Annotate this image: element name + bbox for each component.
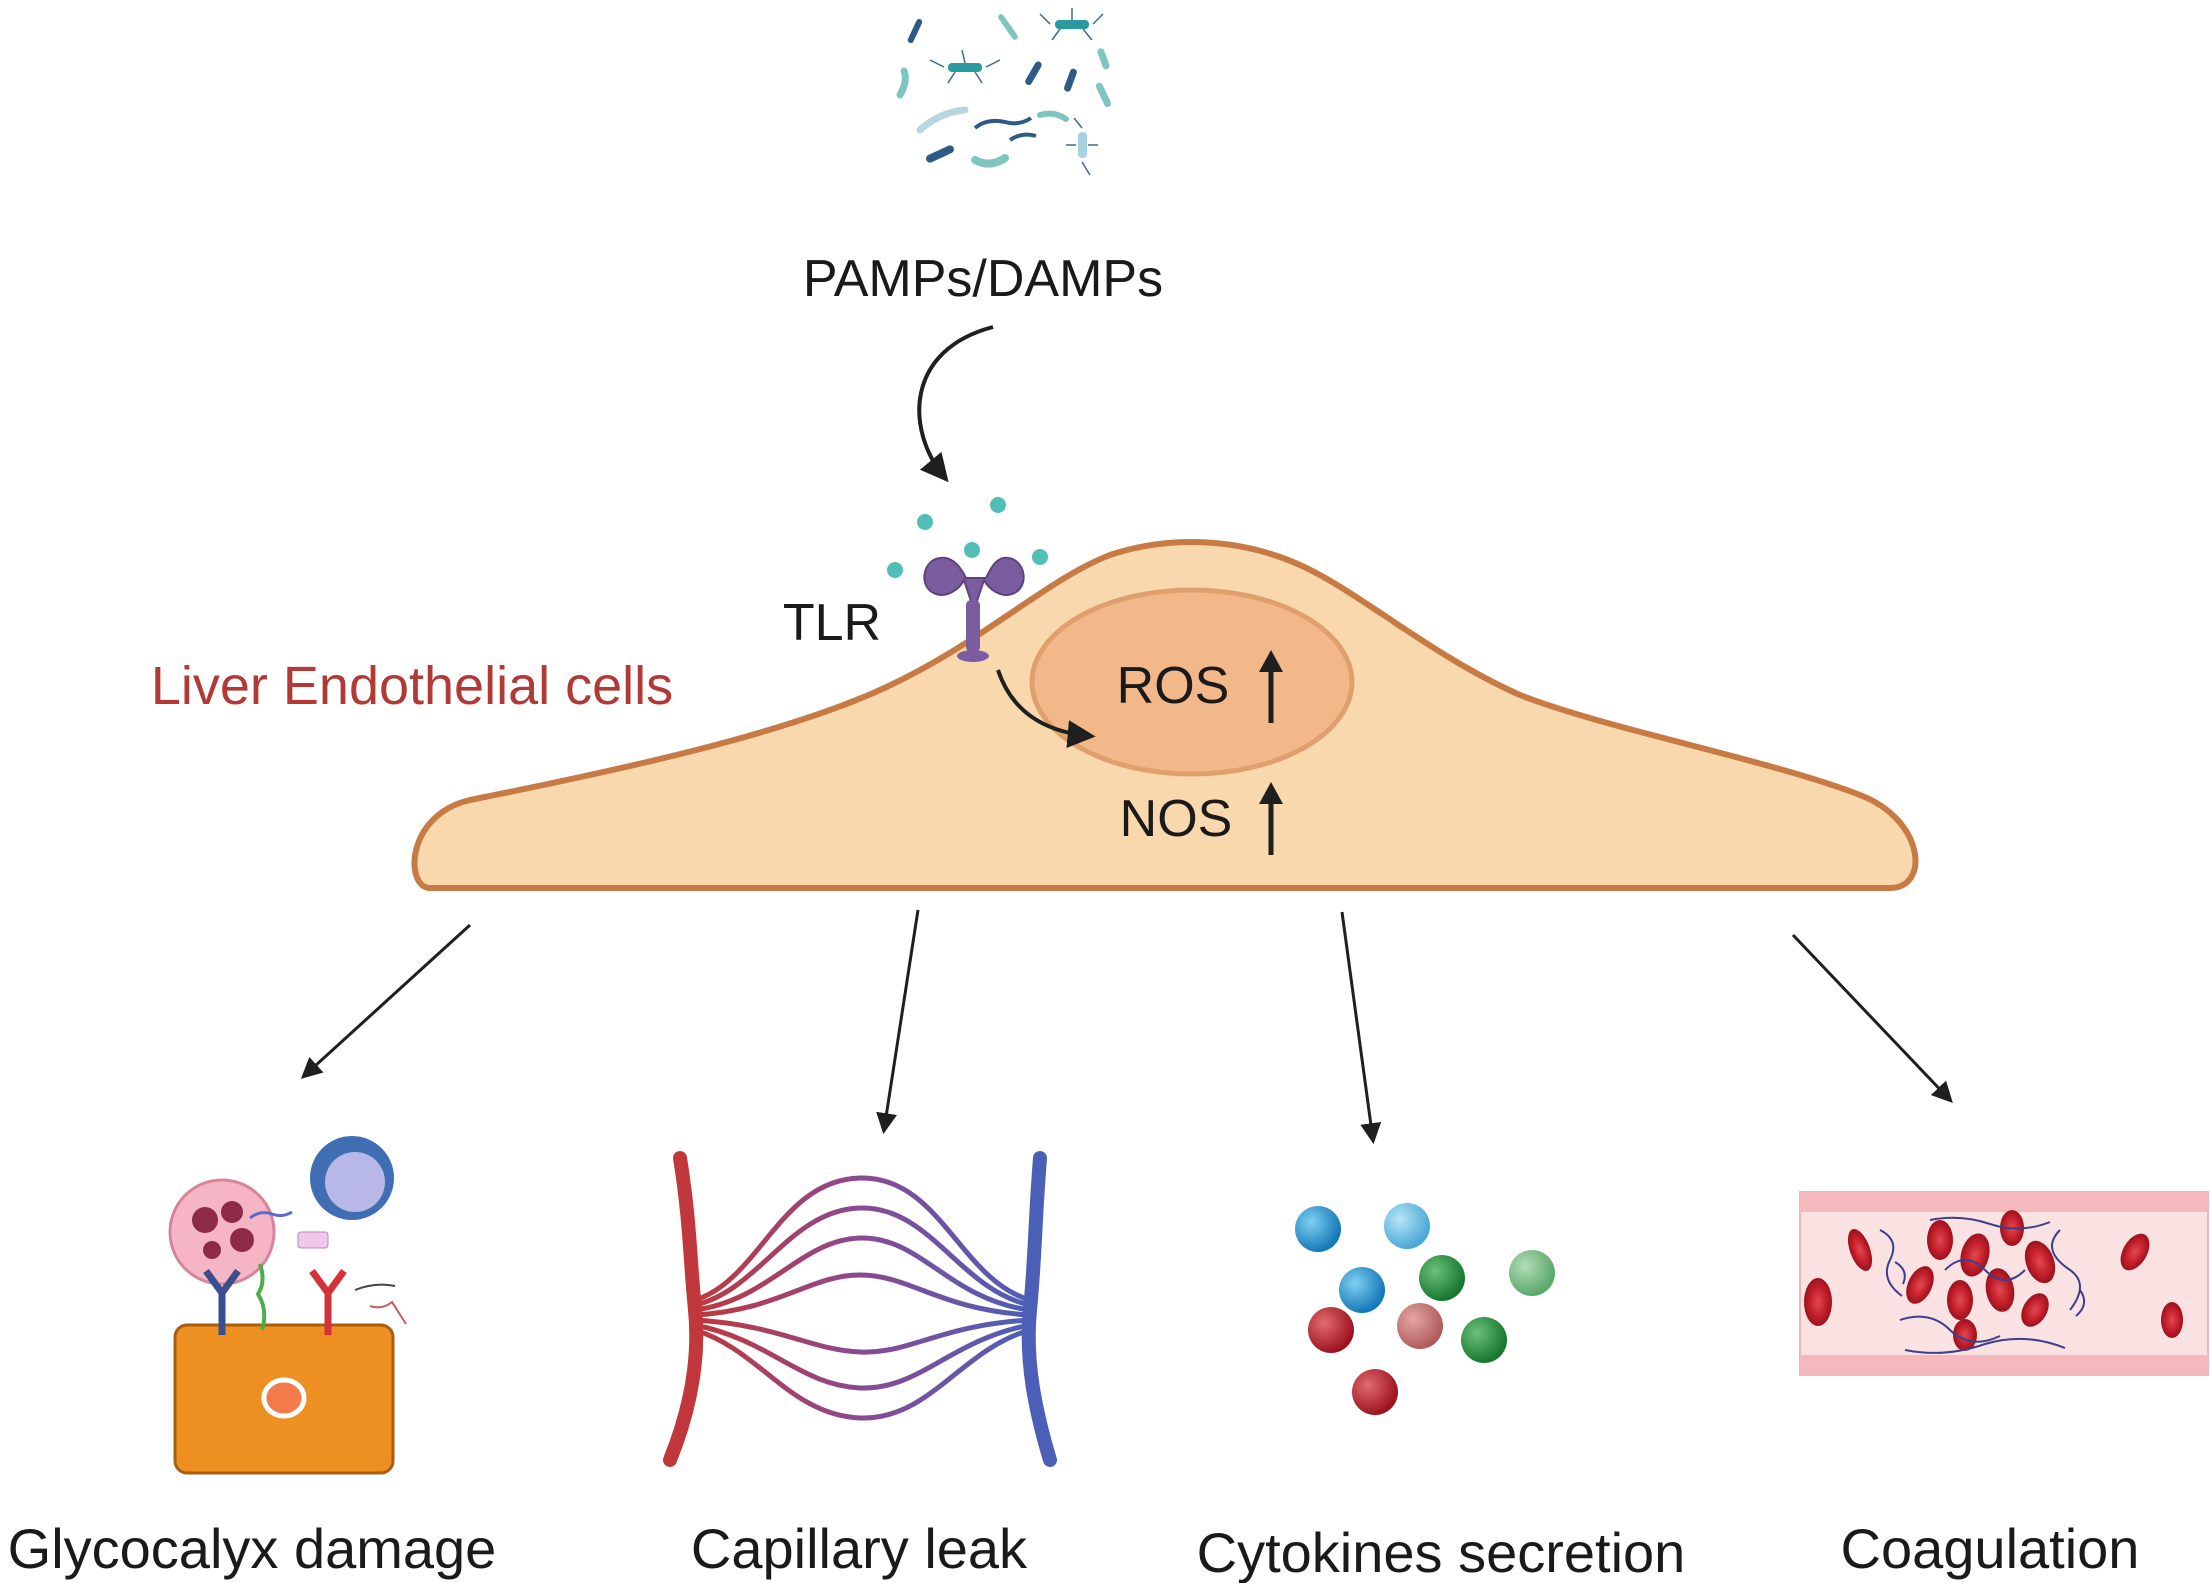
outcome-label-capillary: Capillary leak — [691, 1517, 1028, 1580]
bacteria-cluster-icon — [896, 8, 1111, 176]
glycocalyx-icon — [168, 1136, 407, 1475]
arrow-to-cytokines — [1340, 911, 1382, 1145]
nos-label: NOS — [1120, 790, 1233, 848]
nucleus — [1029, 587, 1355, 777]
nos-up-arrow-icon — [1259, 782, 1283, 855]
tlr-label: TLR — [783, 594, 881, 652]
cell-label: Liver Endothelial cells — [151, 656, 673, 716]
coagulation-icon — [1799, 1191, 2209, 1376]
tlr-receptor-icon — [887, 497, 1048, 662]
arrow-to-glycocalyx — [300, 923, 472, 1079]
arrow-to-coagulation — [1791, 933, 1953, 1104]
pamps-damps-label: PAMPs/DAMPs — [803, 250, 1163, 308]
capillary-network-icon — [663, 1151, 1057, 1467]
outcome-label-glycocalyx: Glycocalyx damage — [8, 1517, 497, 1580]
ros-label: ROS — [1117, 657, 1230, 715]
ros-up-arrow-icon — [1259, 650, 1283, 723]
arrow-to-capillary — [876, 909, 920, 1135]
pamps-arrow — [917, 325, 994, 483]
tlr-to-ros-arrow — [996, 669, 1096, 748]
outcome-label-cytokines: Cytokines secretion — [1197, 1521, 1686, 1583]
outcome-label-coagulation: Coagulation — [1841, 1517, 2140, 1580]
cytokines-icon — [1295, 1203, 1555, 1415]
